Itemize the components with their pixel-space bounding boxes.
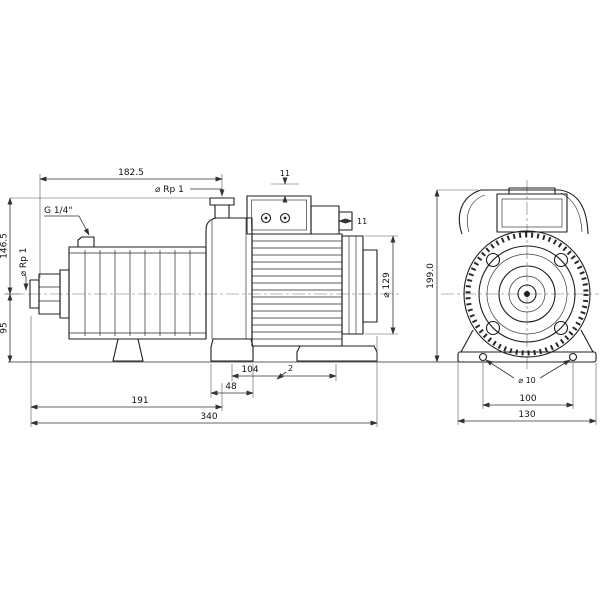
dim-hole-diameter: ⌀ 10 [518, 376, 536, 385]
cooling-fins [465, 232, 589, 356]
dim-length-feet: 191 [131, 396, 148, 406]
dim-motor-diameter: ⌀ 129 [382, 272, 392, 298]
base-feet [457, 329, 597, 363]
stage-casing [68, 236, 207, 362]
cable-gland-icon [260, 212, 272, 224]
dim-box-side: 11 [357, 217, 367, 226]
support-foot [112, 338, 144, 362]
dim-base-width: 130 [518, 410, 535, 420]
bolt-icon [553, 320, 569, 336]
fill-plug-boss [77, 236, 95, 247]
dim-height-lower: 95 [0, 322, 10, 333]
motor-end-bracket [341, 235, 378, 335]
dim-foot-width: 48 [225, 382, 237, 392]
dim-foot-spacing: 104 [241, 365, 258, 375]
cable-gland-icon [279, 212, 291, 224]
front-view: 182.5 ⌀ Rp 1 G 1/4" 11 11 ⌀ Rp 1 [0, 168, 470, 427]
dim-box-height: 11 [280, 169, 290, 178]
foot-hole-icon [568, 352, 578, 362]
dim-length-total: 340 [200, 412, 217, 422]
shaft-center [524, 291, 530, 297]
foot-hole-icon [478, 352, 488, 362]
motor [246, 195, 378, 362]
discharge-port-label: ⌀ Rp 1 [155, 185, 184, 195]
dim-height-total: 199.0 [426, 263, 436, 289]
dim-top-width: 182.5 [118, 168, 144, 178]
side-view: 199.0 ⌀ 10 100 130 [426, 180, 599, 425]
front-view-dimensions: 182.5 ⌀ Rp 1 G 1/4" 11 11 ⌀ Rp 1 [0, 168, 398, 427]
bolt-icon [553, 252, 569, 268]
pump-foot [210, 338, 254, 362]
bolt-icon [485, 320, 501, 336]
bolt-icon [485, 252, 501, 268]
dim-gap: 2 [288, 364, 293, 373]
suction-port-label: ⌀ Rp 1 [19, 248, 29, 277]
dim-height-upper: 146.5 [0, 233, 10, 259]
scroll-housing [458, 189, 589, 235]
terminal-box-front [496, 187, 568, 233]
pump-head [205, 197, 254, 362]
motor-face [463, 230, 591, 358]
side-view-dimensions: 199.0 ⌀ 10 100 130 [426, 189, 597, 425]
dim-hole-spacing: 100 [519, 394, 536, 404]
fill-plug-label: G 1/4" [44, 206, 72, 216]
